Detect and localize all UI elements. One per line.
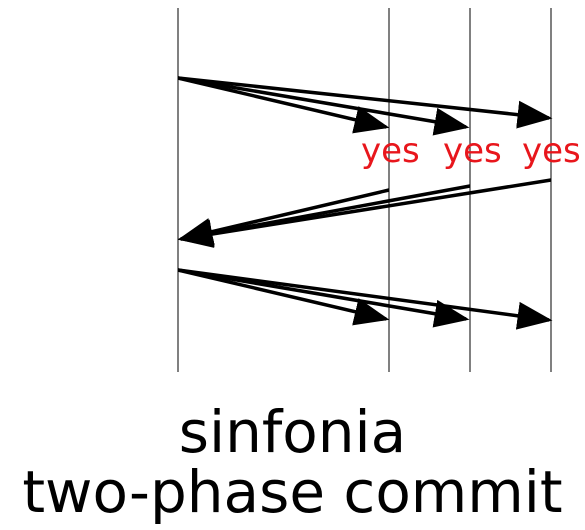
vote-label-1: yes [361,131,420,171]
caption-subtitle: two-phase commit [22,458,563,526]
prepare-arrow-3 [177,76,553,129]
commit-arrow-1 [177,268,390,326]
vote-reply-arrow-3 [177,178,552,248]
vote-reply-arrow-1 [177,188,390,246]
vote-label-2: yes [443,131,502,171]
commit-arrow-3 [177,268,553,330]
caption-title: sinfonia [178,398,407,466]
prepare-arrow-2 [177,76,470,136]
prepare-arrow-1 [177,76,390,134]
vote-label-3: yes [522,131,581,171]
